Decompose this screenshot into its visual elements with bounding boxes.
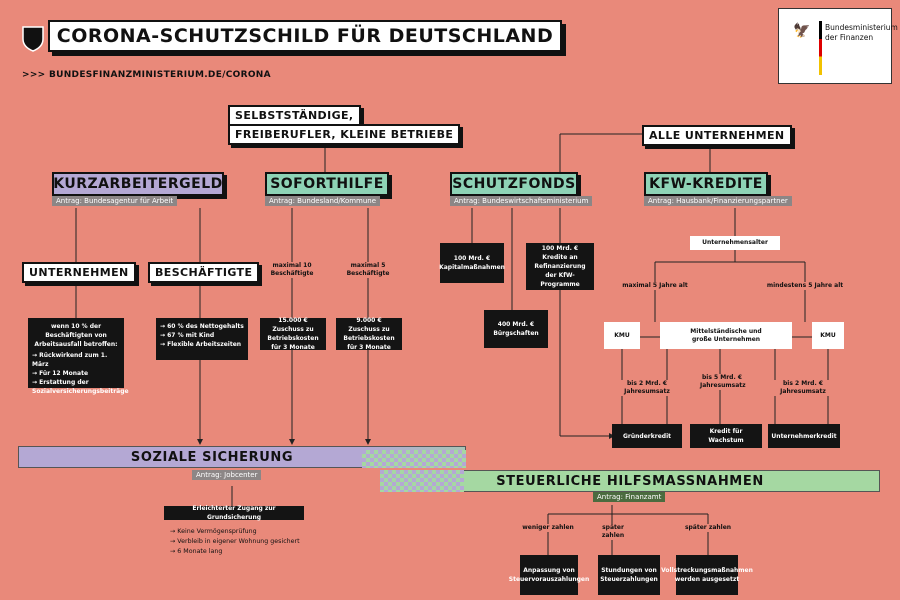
list-item: → Keine Vermögensprüfung <box>170 528 257 535</box>
steuer-condition-2: später zahlen <box>590 524 636 540</box>
steuer-antrag: Antrag: Finanzamt <box>593 492 666 502</box>
unternehmensalter-box: Unternehmensalter <box>690 236 780 250</box>
schutzfonds-box-3: 400 Mrd. € Bürgschaften <box>484 310 548 348</box>
schutzfonds-antrag: Antrag: Bundeswirtschaftsministerium <box>450 196 593 206</box>
steuer-condition-3: später zahlen <box>684 524 732 532</box>
kfw-antrag: Antrag: Hausbank/Finanzierungspartner <box>644 196 792 206</box>
soforthilfe-box-2: 9.000 € Zuschuss zu Betriebskosten für 3… <box>336 317 402 351</box>
steuer-condition-1: weniger zahlen <box>520 524 576 532</box>
logo-line-2: der Finanzen <box>825 33 874 42</box>
soforthilfe-condition-1: maximal 10 Beschäftigte <box>262 262 322 278</box>
steuer-box-2: Stundungen von Steuerzahlungen <box>598 555 660 595</box>
beschaeftigte-label: BESCHÄFTIGTE <box>148 262 260 283</box>
group-label-selbststaendige-2: FREIBERUFLER, KLEINE BETRIEBE <box>228 124 461 145</box>
list-item: → Erstattung der Sozialversicherungsbeit… <box>32 379 129 395</box>
soziale-sicherung-heading: SOZIALE SICHERUNG <box>130 449 294 465</box>
schutzfonds-heading: SCHUTZFONDS <box>450 172 578 196</box>
schutzfonds-box-1: 100 Mrd. € Kapitalmaßnahmen <box>439 243 505 283</box>
list-item: → Rückwirkend zum 1. März <box>32 352 108 368</box>
page-title: CORONA-SCHUTZSCHILD FÜR DEUTSCHLAND <box>48 20 562 52</box>
kmu-right-box: KMU <box>812 322 844 349</box>
list-item: → Verbleib in eigener Wohnung gesichert <box>170 538 300 545</box>
beschaeftigte-box: → 60 % des Nettogehalts → 67 % mit Kind … <box>156 318 248 360</box>
unternehmen-label: UNTERNEHMEN <box>22 262 136 283</box>
logo-line-1: Bundesministerium <box>825 23 898 32</box>
umsatz-left-label: bis 2 Mrd. € Jahresumsatz <box>604 380 690 396</box>
checker-pattern <box>380 470 464 492</box>
group-label-alle-unternehmen: ALLE UNTERNEHMEN <box>642 125 792 146</box>
steuer-box-3: Vollstreckungsmaßnahmen werden ausgesetz… <box>661 555 753 595</box>
umsatz-mid-label: bis 5 Mrd. € Jahresumsatz <box>700 374 746 390</box>
list-item: → Für 12 Monate <box>32 370 89 377</box>
steuer-heading: STEUERLICHE HILFSMASSNAHMEN <box>496 473 764 489</box>
max-5-jahre-label: maximal 5 Jahre alt <box>612 282 698 290</box>
kmu-left-box: KMU <box>604 322 640 349</box>
umsatz-right-label: bis 2 Mrd. € Jahresumsatz <box>760 380 846 396</box>
gruenderkredit-box: Gründerkredit <box>612 424 682 448</box>
soziale-sicherung-bar: SOZIALE SICHERUNG <box>18 446 466 468</box>
kfw-heading: KFW-KREDITE <box>644 172 768 196</box>
eagle-icon: 🦅 <box>793 23 811 39</box>
soforthilfe-heading: SOFORTHILFE <box>265 172 389 196</box>
list-item: → 60 % des Nettogehalts <box>160 323 244 330</box>
soforthilfe-antrag: Antrag: Bundesland/Kommune <box>265 196 381 206</box>
list-item: → Flexible Arbeitszeiten <box>160 341 242 348</box>
soforthilfe-condition-2: maximal 5 Beschäftigte <box>338 262 398 278</box>
min-5-jahre-label: mindestens 5 Jahre alt <box>762 282 848 290</box>
schutzfonds-box-2: 100 Mrd. € Kredite an Refinanzierung der… <box>526 243 594 290</box>
kurzarbeitergeld-heading: KURZARBEITERGELD <box>52 172 224 196</box>
unternehmerkredit-box: Unternehmerkredit <box>768 424 840 448</box>
grundsicherung-box: Erleichterter Zugang zur Grundsicherung <box>164 505 304 521</box>
unternehmen-box: wenn 10 % der Beschäftigten von Arbeitsa… <box>28 318 129 395</box>
soforthilfe-box-1: 15.000 € Zuschuss zu Betriebskosten für … <box>260 317 326 351</box>
ministry-logo: 🦅 Bundesministerium der Finanzen <box>778 8 898 84</box>
unternehmen-intro: wenn 10 % der Beschäftigten von Arbeitsa… <box>34 323 118 348</box>
grundsicherung-list: → Keine Vermögensprüfung → Verbleib in e… <box>170 527 300 557</box>
kurzarbeitergeld-antrag: Antrag: Bundesagentur für Arbeit <box>52 196 178 206</box>
german-flag-icon <box>819 21 822 75</box>
shield-icon <box>22 26 44 52</box>
soziale-antrag: Antrag: Jobcenter <box>192 470 262 480</box>
list-item: → 67 % mit Kind <box>160 332 215 339</box>
mittelstand-box: Mittelständische und große Unternehmen <box>660 322 792 349</box>
steuer-box-1: Anpassung von Steuervorauszahlungen <box>509 555 589 595</box>
source-url[interactable]: >>> BUNDESFINANZMINISTERIUM.DE/CORONA <box>22 70 271 80</box>
group-label-selbststaendige-1: SELBSTSTÄNDIGE, <box>228 105 361 126</box>
steuerliche-hilfsmassnahmen-bar: STEUERLICHE HILFSMASSNAHMEN <box>380 470 880 492</box>
checker-pattern <box>362 450 466 468</box>
list-item: → 6 Monate lang <box>170 548 223 555</box>
kredit-wachstum-box: Kredit für Wachstum <box>690 424 762 448</box>
